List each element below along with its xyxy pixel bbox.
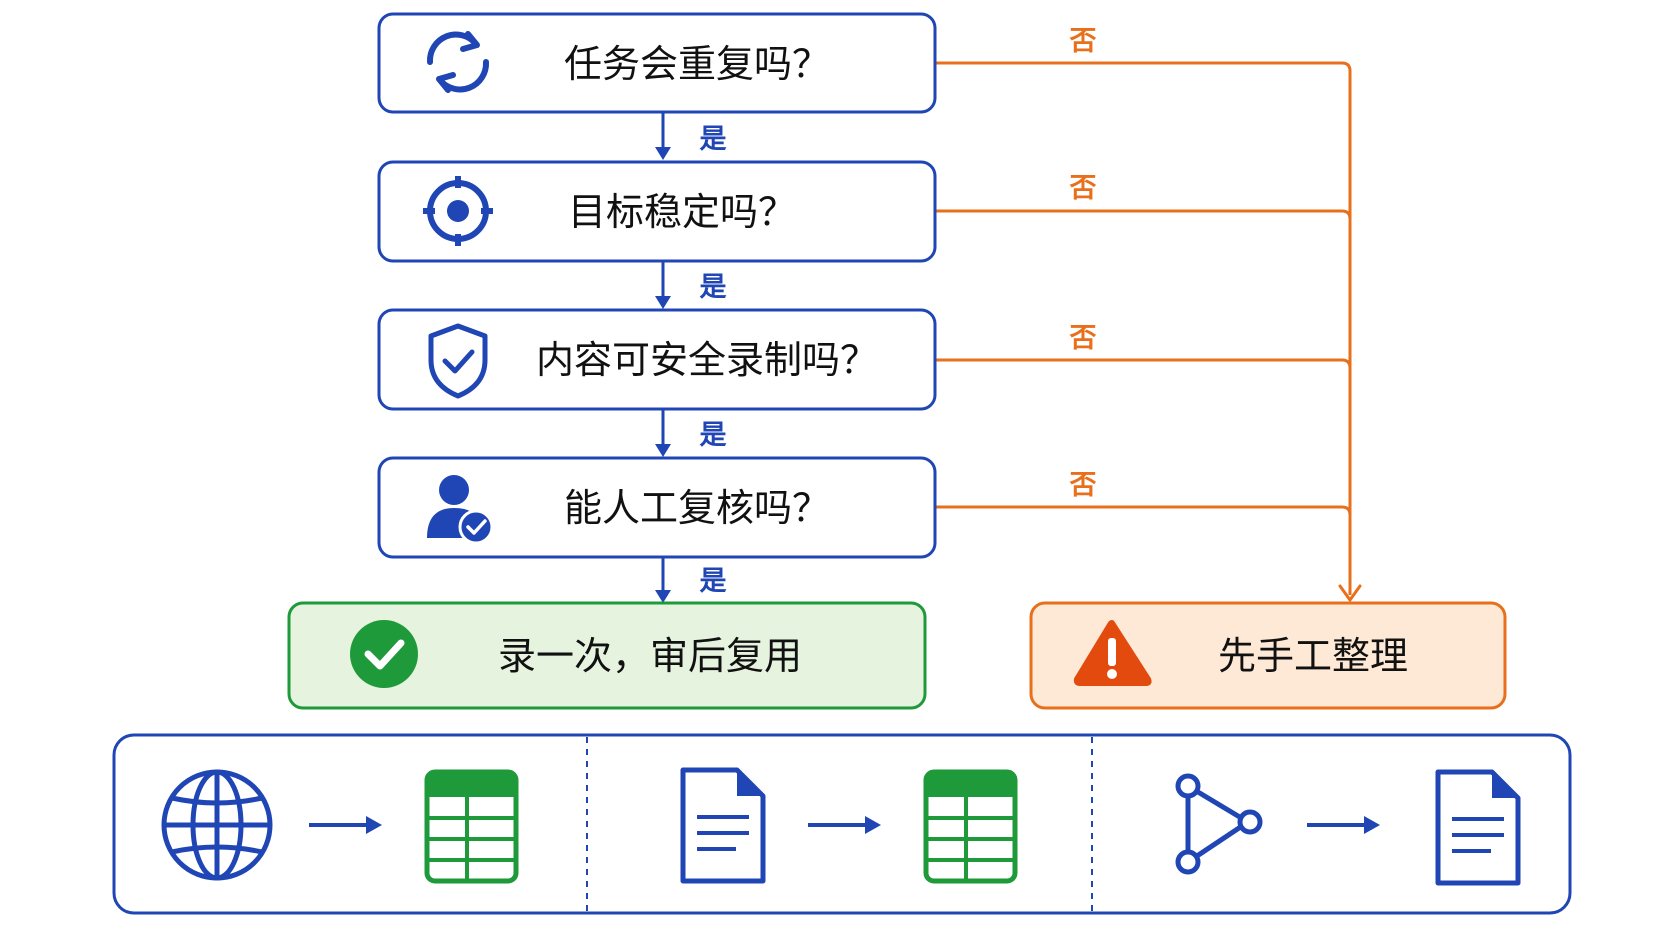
question-text-1: 任务会重复吗？ <box>564 42 830 86</box>
question-node-2: 目标稳定吗？ <box>377 160 937 263</box>
spreadsheet-icon <box>424 769 519 884</box>
yes-label-2: 是 <box>700 272 727 303</box>
example-2 <box>680 767 1018 884</box>
yes-label-4: 是 <box>700 566 727 597</box>
shield-check-icon <box>428 323 488 399</box>
user-check-icon <box>427 475 494 545</box>
result-no-node: 先手工整理 <box>1029 601 1507 710</box>
result-no-text: 先手工整理 <box>1218 634 1408 678</box>
result-yes-node: 录一次，审后复用 <box>287 601 927 710</box>
example-1 <box>161 769 519 884</box>
result-yes-text: 录一次，审后复用 <box>498 634 802 678</box>
no-arrowhead <box>1338 584 1362 602</box>
no-label-3: 否 <box>1070 323 1097 354</box>
arrow-icon <box>309 816 382 834</box>
target-icon <box>423 176 493 246</box>
example-3 <box>1175 769 1521 886</box>
no-label-2: 否 <box>1070 173 1097 204</box>
yes-arrowheads <box>655 147 671 603</box>
refresh-icon <box>426 31 490 93</box>
question-node-3: 内容可安全录制吗？ <box>377 308 937 411</box>
network-icon <box>1175 773 1263 875</box>
question-node-4: 能人工复核吗？ <box>377 456 937 559</box>
no-label-1: 否 <box>1070 26 1097 57</box>
arrow-icon <box>1307 816 1380 834</box>
yes-label-1: 是 <box>700 124 727 155</box>
examples-panel <box>112 733 1572 915</box>
globe-icon <box>161 769 273 881</box>
no-connector-4 <box>935 505 1352 516</box>
warning-icon <box>1073 620 1152 686</box>
question-node-1: 任务会重复吗？ <box>377 12 937 114</box>
check-circle-icon <box>350 620 418 688</box>
question-text-2: 目标稳定吗？ <box>568 190 796 234</box>
no-connectors <box>935 61 1352 595</box>
yes-label-3: 是 <box>700 420 727 451</box>
no-connector-2 <box>935 209 1352 220</box>
no-label-4: 否 <box>1070 470 1097 501</box>
no-connector-3 <box>935 358 1352 369</box>
arrow-icon <box>808 816 881 834</box>
question-text-4: 能人工复核吗？ <box>564 486 830 530</box>
no-connector-1 <box>935 61 1352 595</box>
question-text-3: 内容可安全录制吗？ <box>536 338 878 382</box>
document-icon <box>1435 769 1521 886</box>
spreadsheet-icon <box>923 769 1018 884</box>
document-icon <box>680 767 766 884</box>
